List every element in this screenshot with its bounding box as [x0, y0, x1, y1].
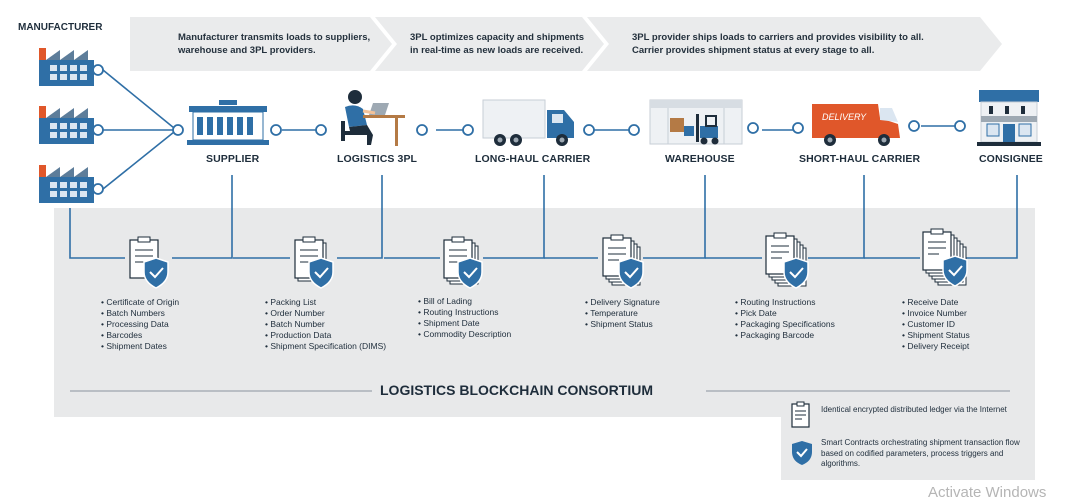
- ledger-list-warehouse: Routing Instructions Pick Date Packaging…: [735, 297, 835, 341]
- legend-ledger-text: Identical encrypted distributed ledger v…: [821, 405, 1007, 414]
- list-item: Shipment Status: [902, 330, 969, 341]
- list-item: Delivery Signature: [585, 297, 659, 308]
- activate-windows-watermark: Activate Windows: [928, 484, 1047, 501]
- factory-icon: [39, 165, 94, 203]
- node-label-short-haul-carrier: SHORT-HAUL CARRIER: [799, 153, 921, 165]
- ledger-document-icon: [443, 236, 483, 289]
- ledger-list-long-haul: Delivery Signature Temperature Shipment …: [585, 297, 660, 330]
- step-3-text: 3PL provider ships loads to carriers and…: [632, 32, 924, 56]
- manufacturer-label: MANUFACTURER: [18, 22, 103, 33]
- list-item: Pick Date: [735, 308, 835, 319]
- node-label-logistics-3pl: LOGISTICS 3PL: [337, 153, 418, 165]
- list-item: Packaging Barcode: [735, 330, 835, 341]
- list-item: Shipment Specification (DIMS): [265, 341, 386, 352]
- ledger-list-consignee: Receive Date Invoice Number Customer ID …: [902, 297, 970, 352]
- list-item: Routing Instructions: [418, 307, 511, 318]
- list-item: Production Data: [265, 330, 386, 341]
- list-item: Packaging Specifications: [735, 319, 835, 330]
- storefront-icon: [977, 90, 1041, 146]
- list-item: Shipment Dates: [101, 341, 179, 352]
- node-label-warehouse: WAREHOUSE: [665, 153, 735, 165]
- factory-icons: [39, 48, 94, 203]
- van-delivery-text: DELIVERY: [822, 112, 867, 122]
- ledger-document-icon: [765, 232, 809, 289]
- list-item: Bill of Lading: [418, 296, 511, 307]
- list-item: Temperature: [585, 308, 660, 319]
- ledger-document-icon: [922, 228, 968, 287]
- ledger-document-icon: [294, 236, 334, 289]
- ledger-list-manufacturer: Certificate of Origin Batch Numbers Proc…: [101, 297, 179, 352]
- list-item: Shipment Date: [418, 318, 511, 329]
- ledger-document-icon: [129, 236, 169, 289]
- legend-shield-text: Smart Contracts orchestrating shipment t…: [821, 438, 1020, 468]
- list-item: Shipment Status: [585, 319, 660, 330]
- node-label-consignee: CONSIGNEE: [979, 153, 1043, 165]
- list-item: Receive Date: [902, 297, 970, 308]
- list-item: Commodity Description: [418, 329, 511, 340]
- person-at-desk-icon: [341, 90, 405, 146]
- node-label-long-haul-carrier: LONG-HAUL CARRIER: [475, 153, 591, 165]
- consortium-title: LOGISTICS BLOCKCHAIN CONSORTIUM: [380, 382, 653, 398]
- ledger-list-3pl: Bill of Lading Routing Instructions Ship…: [418, 296, 511, 340]
- list-item: Delivery Receipt: [902, 341, 970, 352]
- delivery-van-icon: DELIVERY: [812, 104, 900, 146]
- node-label-supplier: SUPPLIER: [206, 153, 260, 165]
- list-item: Routing Instructions: [735, 297, 835, 308]
- step-2-text: 3PL optimizes capacity and shipments in …: [410, 32, 585, 56]
- list-item: Order Number: [265, 308, 386, 319]
- factory-icon: [39, 106, 94, 144]
- step-1-text: Manufacturer transmits loads to supplier…: [178, 32, 371, 56]
- list-item: Packing List: [265, 297, 386, 308]
- shield-check-icon: [792, 441, 812, 465]
- list-item: Certificate of Origin: [101, 297, 179, 308]
- truck-icon: [482, 99, 574, 146]
- list-item: Batch Numbers: [101, 308, 179, 319]
- ledger-document-icon: [602, 234, 644, 289]
- process-arrow-bar: [130, 17, 1002, 71]
- list-item: Processing Data: [101, 319, 179, 330]
- consortium-divider: [70, 390, 1010, 392]
- legend-panel: [781, 395, 1035, 480]
- supplier-building-icon: [187, 100, 269, 145]
- list-item: Invoice Number: [902, 308, 970, 319]
- warehouse-forklift-icon: [649, 99, 743, 145]
- list-item: Customer ID: [902, 319, 970, 330]
- list-item: Barcodes: [101, 330, 179, 341]
- ledger-list-supplier: Packing List Order Number Batch Number P…: [265, 297, 386, 352]
- ledger-document-icon: [791, 401, 810, 428]
- factory-icon: [39, 48, 94, 86]
- list-item: Batch Number: [265, 319, 386, 330]
